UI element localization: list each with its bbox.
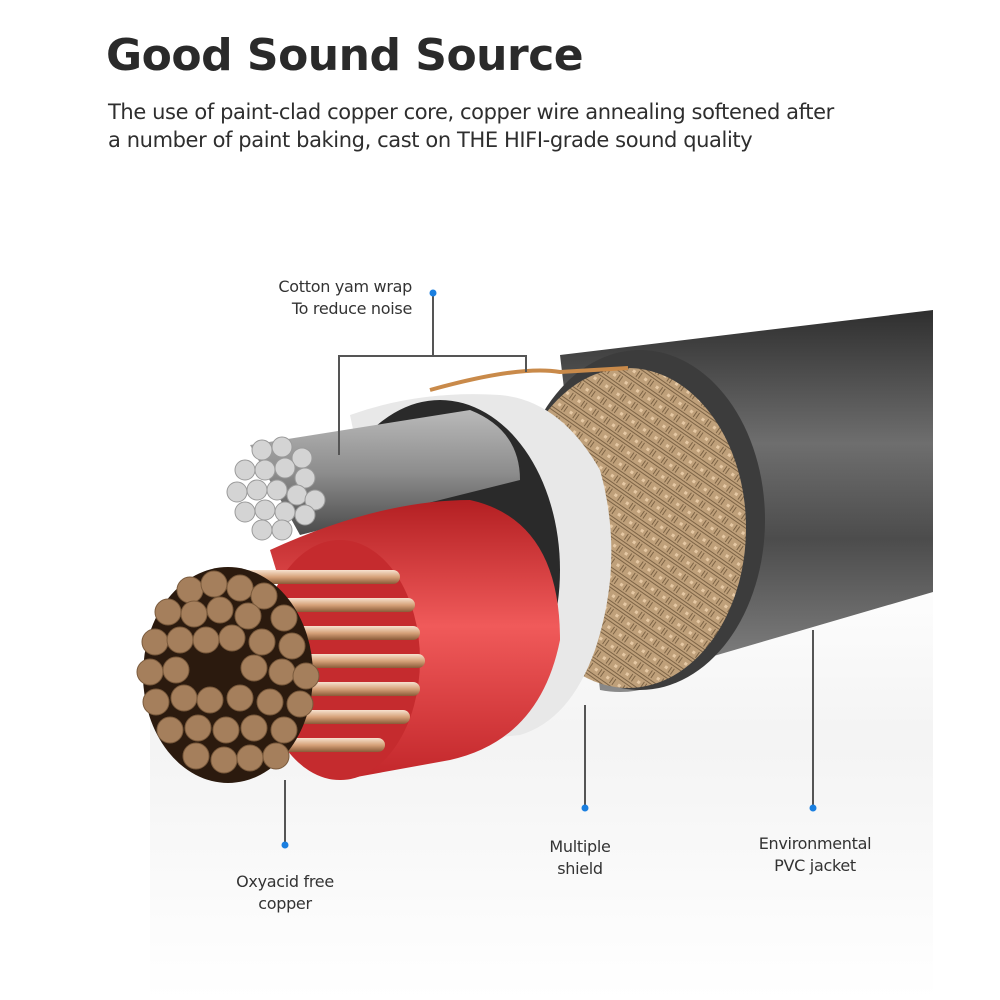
callout-copper-line-1: Oxyacid free [236,872,334,891]
callout-environmental-pvc-jacket: Environmental PVC jacket [735,833,895,877]
page-subtitle: The use of paint-clad copper core, coppe… [108,98,928,154]
callout-cotton-yarn-wrap: Cotton yam wrap To reduce noise [230,276,412,320]
copper-strand-ends [136,570,320,774]
subtitle-line-2: a number of paint baking, cast on THE HI… [108,128,753,152]
callout-jacket-dot [809,804,817,812]
callout-cotton-line-2: To reduce noise [291,299,412,318]
callout-multiple-shield: Multiple shield [520,836,640,880]
silver-strand-ends [226,436,326,541]
callout-shield-line-2: shield [557,859,603,878]
callout-cotton-dot [429,289,437,297]
callout-oxyacid-free-copper: Oxyacid free copper [205,871,365,915]
callout-shield-line-1: Multiple [549,837,611,856]
page-title: Good Sound Source [106,30,584,81]
callout-copper-line-2: copper [258,894,312,913]
callout-shield-dot [581,804,589,812]
callout-copper-dot [281,841,289,849]
callout-cotton-leader [338,293,527,455]
callout-cotton-line-1: Cotton yam wrap [278,277,412,296]
callout-jacket-line-1: Environmental [758,834,872,853]
floor-shadow [150,560,933,1000]
subtitle-line-1: The use of paint-clad copper core, coppe… [108,100,834,124]
callout-jacket-line-2: PVC jacket [774,856,856,875]
braid-rim [429,366,629,392]
